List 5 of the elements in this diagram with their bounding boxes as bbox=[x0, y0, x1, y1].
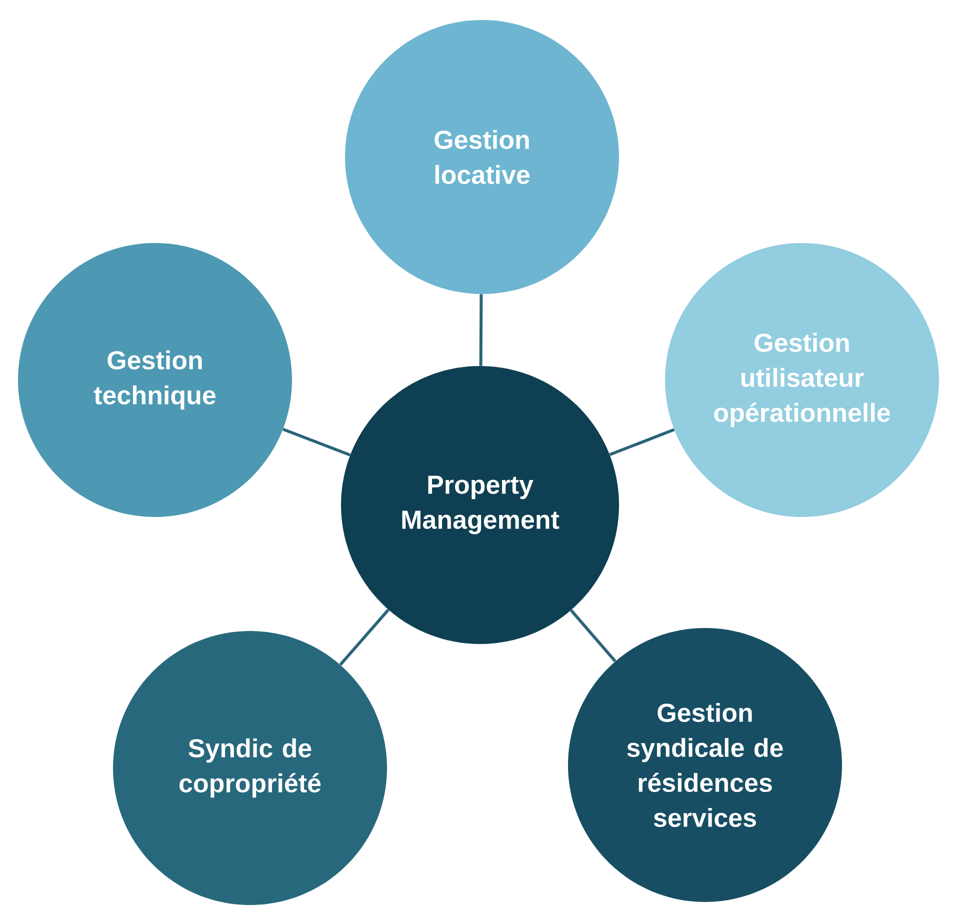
connector-line bbox=[282, 428, 351, 456]
connector-line bbox=[570, 609, 616, 662]
connector-line bbox=[339, 608, 390, 666]
connector-line bbox=[609, 428, 675, 456]
connector-line bbox=[479, 294, 483, 366]
